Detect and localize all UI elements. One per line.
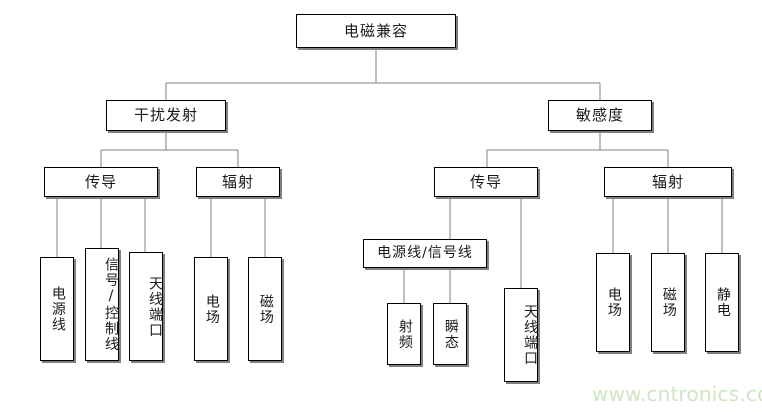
node-label: 电场	[203, 293, 220, 325]
node-label: 天线端口	[147, 275, 163, 338]
node-label: 传导	[469, 172, 502, 191]
node-susceptibility-conducted-transient[interactable]: 瞬态	[433, 303, 467, 365]
node-label: 电磁兼容	[343, 21, 408, 40]
node-label: 电场	[605, 287, 622, 318]
node-susceptibility[interactable]: 敏感度	[548, 100, 652, 131]
node-label: 干扰发射	[133, 106, 198, 125]
node-label: 天线端口	[522, 304, 538, 366]
node-emission-conducted-power-line[interactable]: 电源线	[40, 257, 74, 361]
node-emission[interactable]: 干扰发射	[106, 100, 226, 131]
node-emission-conducted[interactable]: 传导	[44, 167, 158, 197]
node-label: 磁场	[660, 287, 677, 318]
node-label: 信号/控制线	[103, 257, 119, 352]
node-susceptibility-radiated[interactable]: 辐射	[604, 167, 732, 197]
node-label: 电源线/信号线	[377, 244, 473, 261]
node-emission-conducted-signal-control-line[interactable]: 信号/控制线	[85, 248, 119, 361]
node-root-emc[interactable]: 电磁兼容	[296, 14, 456, 48]
node-susceptibility-conducted-rf[interactable]: 射频	[387, 303, 421, 365]
node-emission-radiated-magnetic-field[interactable]: 磁场	[248, 257, 282, 361]
node-susceptibility-conducted-power-signal-line[interactable]: 电源线/信号线	[363, 239, 487, 268]
node-label: 射频	[396, 318, 413, 350]
node-label: 磁场	[257, 293, 274, 325]
node-susceptibility-radiated-magnetic-field[interactable]: 磁场	[651, 253, 685, 352]
node-label: 传导	[84, 172, 117, 191]
node-susceptibility-radiated-electrostatic[interactable]: 静电	[705, 253, 739, 352]
node-susceptibility-radiated-electric-field[interactable]: 电场	[596, 253, 630, 352]
node-label: 敏感度	[575, 106, 624, 125]
node-emission-radiated-electric-field[interactable]: 电场	[194, 257, 228, 361]
node-susceptibility-conducted-antenna-port[interactable]: 天线端口	[504, 288, 538, 382]
node-label: 辐射	[221, 172, 254, 191]
node-label: 辐射	[651, 172, 684, 191]
node-label: 静电	[714, 287, 731, 318]
node-label: 电源线	[49, 285, 66, 333]
node-label: 瞬态	[442, 318, 459, 350]
node-emission-radiated[interactable]: 辐射	[196, 167, 280, 197]
node-susceptibility-conducted[interactable]: 传导	[434, 167, 538, 197]
watermark-cntronics: www.cntronics.com	[592, 382, 762, 406]
node-emission-conducted-antenna-port[interactable]: 天线端口	[129, 252, 163, 361]
